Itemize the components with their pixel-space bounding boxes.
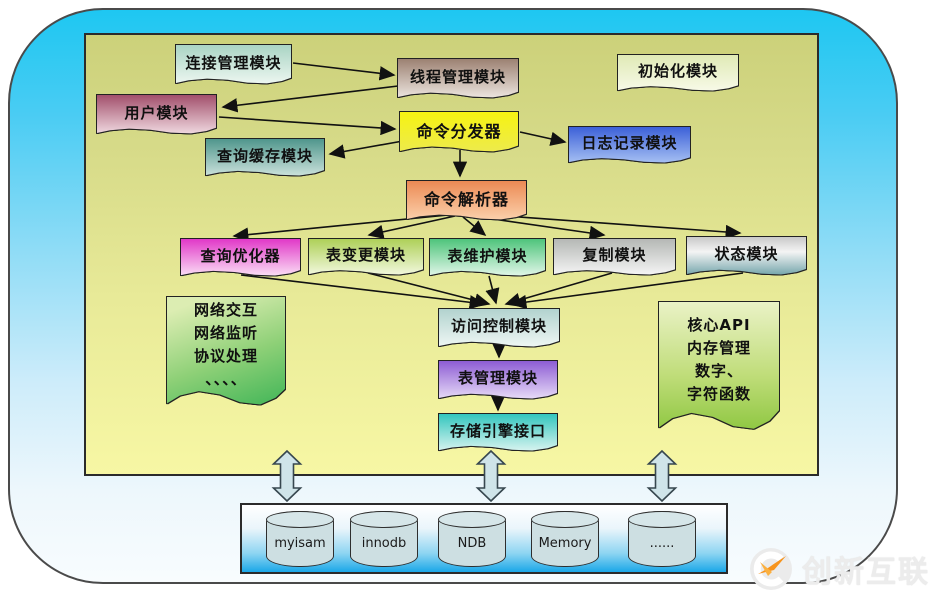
- node-table-maintenance-module: 表维护模块: [430, 239, 545, 277]
- cylinder-myisam: myisam: [266, 511, 334, 567]
- cylinder-others: ......: [628, 511, 696, 567]
- node-label: 查询缓存模块: [216, 146, 313, 165]
- note-line: 网络监听: [193, 323, 258, 342]
- cylinder-label: innodb: [361, 536, 407, 551]
- brand-logo-icon: [750, 548, 792, 590]
- cylinder-label: NDB: [457, 536, 487, 551]
- node-query-optimizer: 查询优化器: [181, 239, 300, 277]
- node-table-management-module: 表管理模块: [439, 361, 557, 400]
- node-label: 初始化模块: [637, 62, 718, 80]
- node-command-parser: 命令解析器: [407, 181, 526, 221]
- watermark-text: 创新互联: [802, 555, 930, 590]
- node-table-change-module: 表变更模块: [309, 239, 423, 276]
- node-replication-module: 复制模块: [554, 239, 675, 276]
- note-line: 协议处理: [193, 347, 258, 365]
- node-label: 用户模块: [124, 103, 189, 122]
- cylinder-label: Memory: [538, 536, 592, 551]
- node-connection-management-module: 连接管理模块: [176, 45, 291, 85]
- note-line: 内存管理: [686, 338, 751, 357]
- cylinder-ndb: NDB: [438, 511, 506, 567]
- note-line: 数字、: [694, 362, 743, 380]
- node-label: 命令解析器: [423, 190, 509, 209]
- node-access-control-module: 访问控制模块: [439, 309, 559, 348]
- cylinder-label: ......: [649, 536, 675, 551]
- node-label: 表维护模块: [447, 246, 528, 265]
- node-storage-engine-interface: 存储引擎接口: [439, 414, 557, 452]
- node-label: 日志记录模块: [581, 134, 678, 152]
- node-command-dispatcher: 命令分发器: [400, 112, 518, 153]
- node-label: 表管理模块: [457, 369, 538, 387]
- note-line: 字符函数: [686, 385, 751, 404]
- node-status-module: 状态模块: [687, 237, 806, 276]
- node-thread-management-module: 线程管理模块: [398, 59, 518, 99]
- node-label: 表变更模块: [325, 246, 406, 264]
- node-label: 存储引擎接口: [449, 421, 546, 440]
- node-label: 查询优化器: [200, 246, 281, 265]
- note-line: 网络交互: [193, 300, 258, 319]
- node-label: 连接管理模块: [185, 53, 282, 72]
- node-label: 复制模块: [582, 246, 647, 264]
- note-line: 核心API: [687, 315, 751, 334]
- note-core-api: 核心API 内存管理 数字、 字符函数: [659, 302, 779, 434]
- node-log-recording-module: 日志记录模块: [569, 127, 690, 164]
- node-query-cache-module: 查询缓存模块: [206, 139, 324, 177]
- node-label: 状态模块: [714, 245, 779, 263]
- node-label: 命令分发器: [416, 121, 502, 141]
- cylinder-label: myisam: [274, 536, 326, 551]
- cylinder-memory: Memory: [531, 511, 599, 567]
- cylinder-innodb: innodb: [350, 511, 418, 567]
- node-label: 线程管理模块: [409, 67, 506, 86]
- note-network-functions: 网络交互 网络监听 协议处理 、、、、: [167, 297, 285, 409]
- node-initialization-module: 初始化模块: [618, 55, 738, 92]
- note-line: 、、、、: [205, 370, 247, 389]
- storage-engines-panel: myisam innodb NDB Memory ......: [240, 503, 728, 574]
- node-user-module: 用户模块: [97, 95, 216, 135]
- watermark: 创新互联: [748, 546, 930, 592]
- node-label: 访问控制模块: [450, 317, 547, 335]
